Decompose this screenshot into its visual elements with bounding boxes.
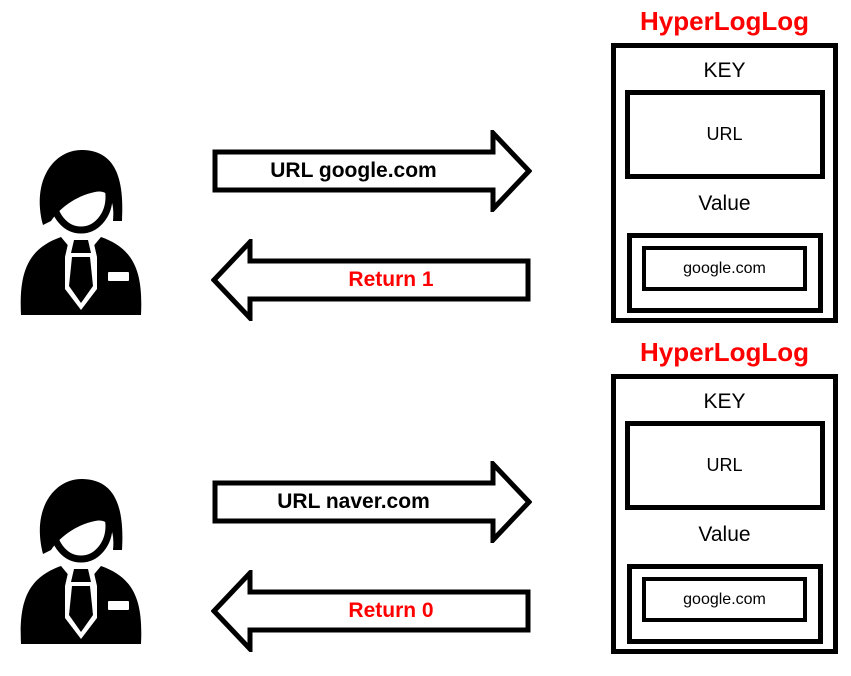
hyperloglog-box: KEY URL Value google.com <box>611 374 838 654</box>
key-label: KEY <box>703 59 746 82</box>
value-entry: google.com <box>683 259 766 277</box>
value-label: Value <box>698 192 751 215</box>
request-arrow-icon <box>212 130 532 212</box>
key-value: URL <box>706 455 743 475</box>
value-container-box: google.com <box>626 233 823 313</box>
key-value: URL <box>706 124 743 144</box>
request-label: URL naver.com <box>277 490 430 513</box>
request-label: URL google.com <box>270 159 437 182</box>
businessman-icon <box>20 149 142 315</box>
value-container-box: google.com <box>626 564 823 644</box>
store-title: HyperLogLog <box>640 6 809 36</box>
key-value-box: URL <box>624 421 825 510</box>
businessman-icon <box>20 478 142 644</box>
value-entry-box: google.com <box>642 246 807 291</box>
hyperloglog-box: KEY URL Value google.com <box>611 43 838 323</box>
response-arrow-icon <box>211 570 531 652</box>
store-title: HyperLogLog <box>640 337 809 367</box>
key-value-box: URL <box>624 90 825 179</box>
value-entry: google.com <box>683 590 766 608</box>
key-label: KEY <box>703 390 746 413</box>
response-label: Return 1 <box>348 268 434 291</box>
request-arrow-icon <box>212 461 532 543</box>
response-label: Return 0 <box>348 599 434 622</box>
value-entry-box: google.com <box>642 577 807 622</box>
response-arrow-icon <box>211 239 531 321</box>
value-label: Value <box>698 523 751 546</box>
